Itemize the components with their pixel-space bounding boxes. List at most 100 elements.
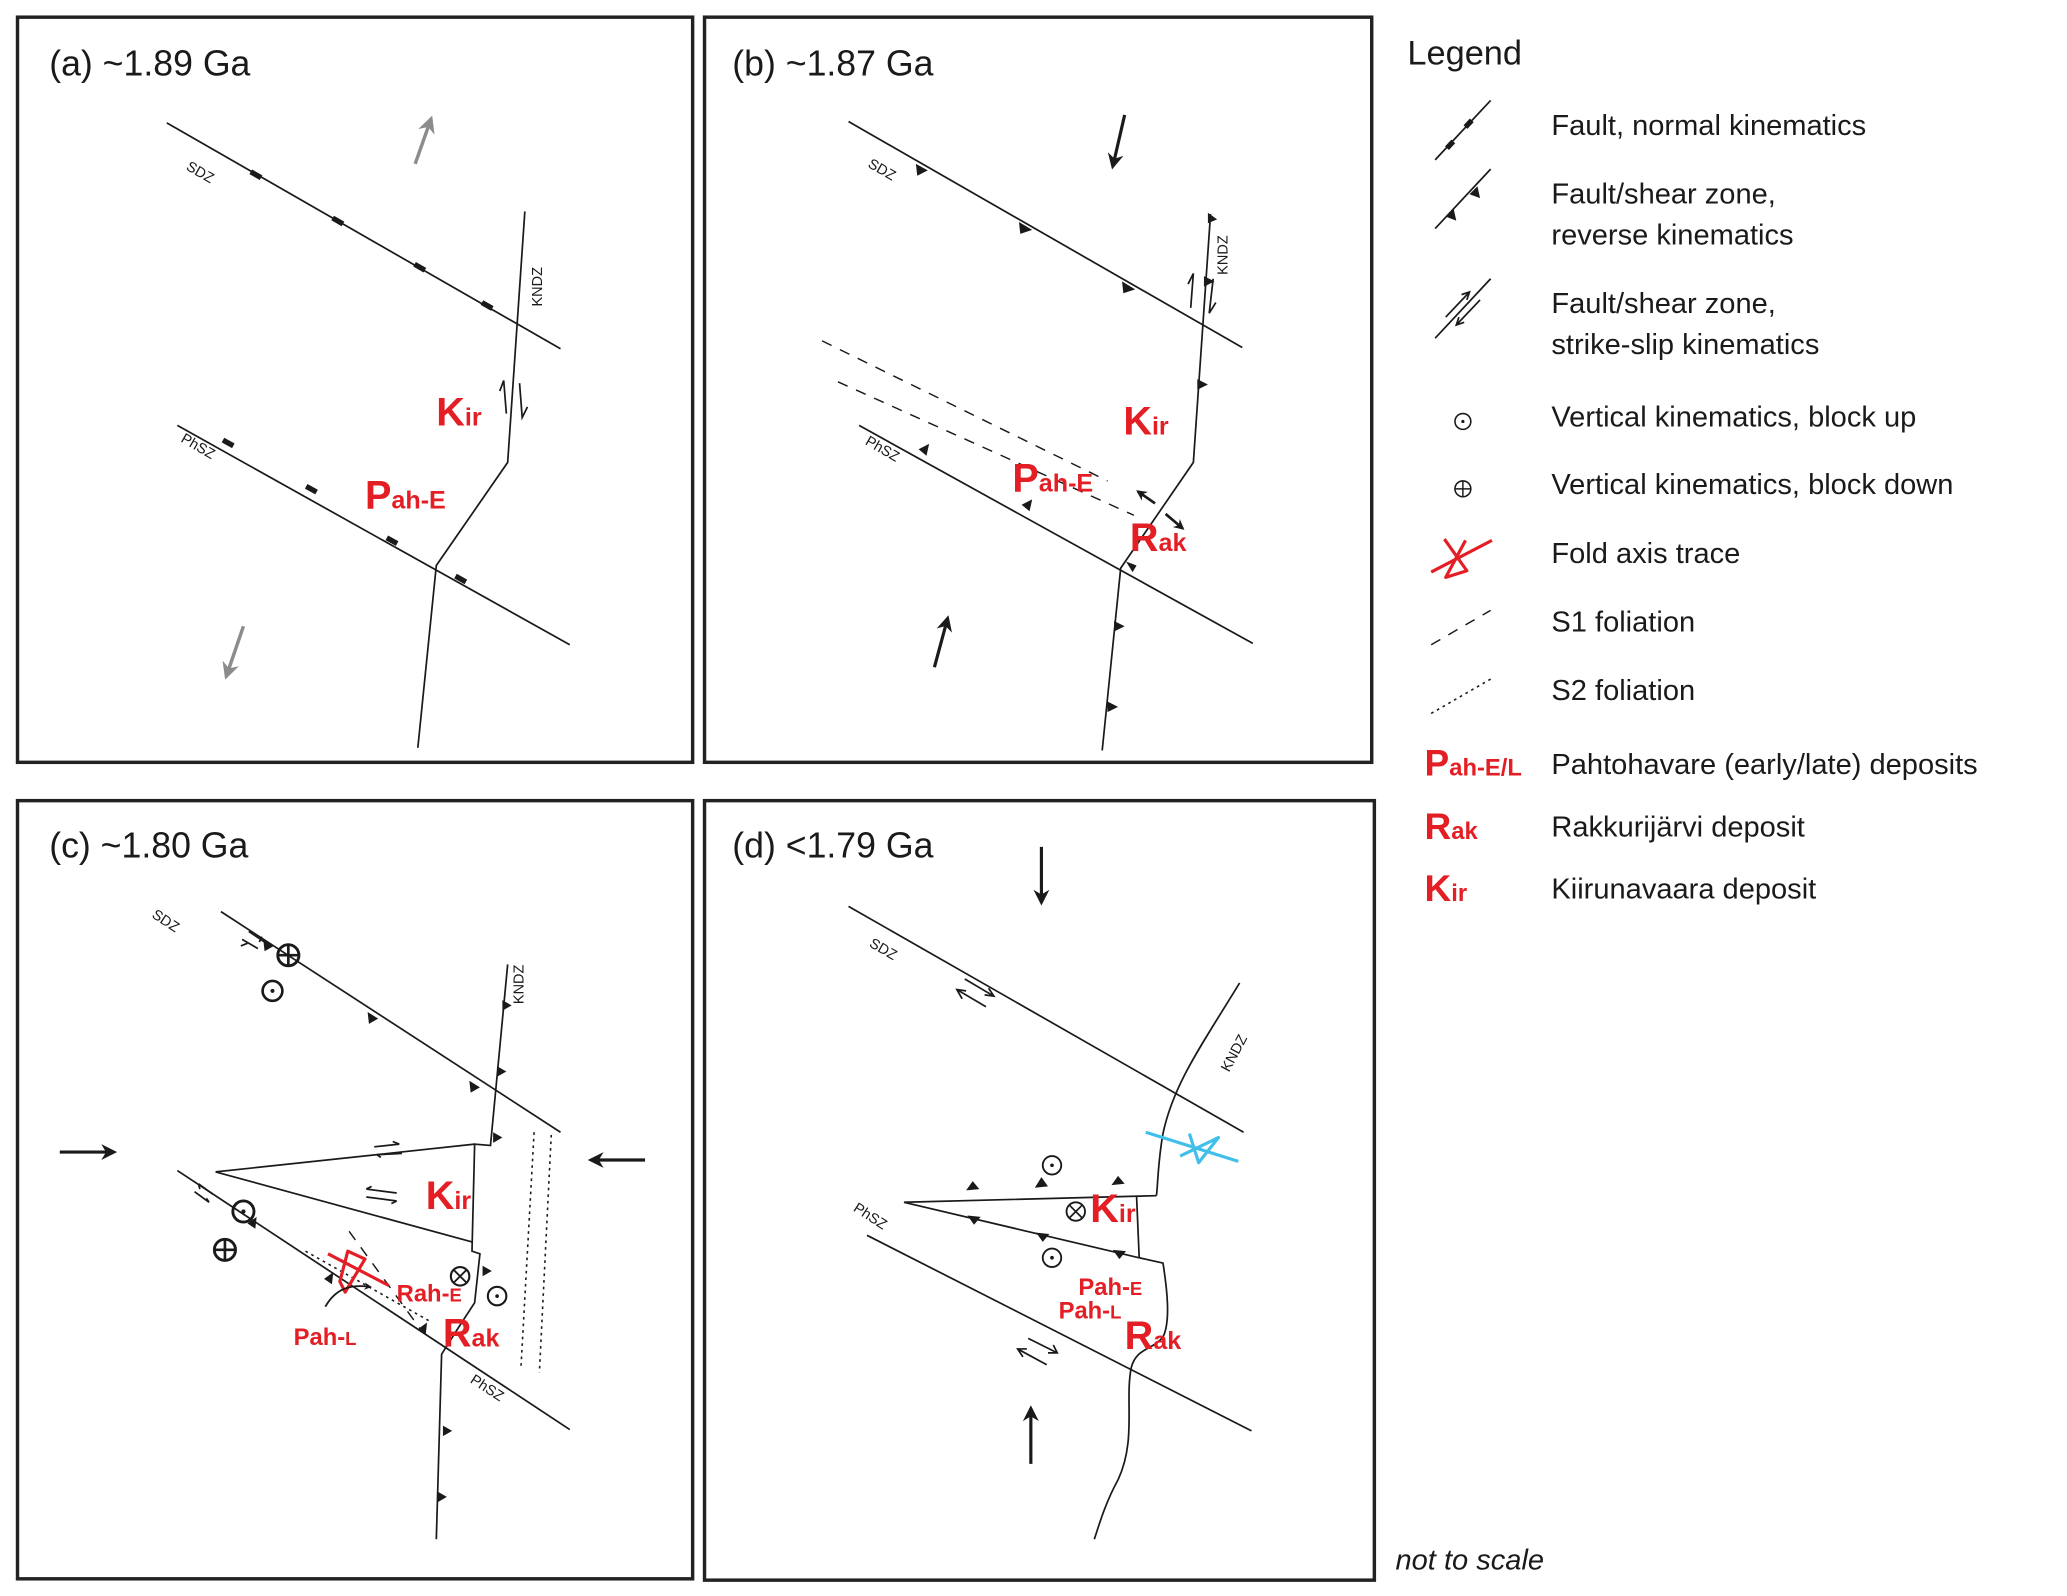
block-down-icon	[1454, 480, 1472, 498]
sdz-label: SDZ	[149, 907, 182, 936]
deposit-pah-e: Pah-E	[1078, 1274, 1142, 1301]
phsz-label: PhSZ	[850, 1200, 889, 1233]
block-down-symbol	[276, 943, 301, 968]
deposit-kir: Kir	[1123, 400, 1169, 444]
kndz-label: KNDZ	[512, 964, 528, 1004]
legend-label: Pahtohavare (early/late) deposits	[1551, 749, 1977, 781]
strike-slip-arrows	[498, 380, 529, 421]
phsz-fault-line	[858, 424, 1254, 645]
normal-fault-ticks	[221, 437, 468, 585]
block-up-symbol	[1041, 1155, 1063, 1176]
legend-title: Legend	[1407, 35, 1522, 73]
reverse-fault-triangles	[966, 1175, 1126, 1260]
s1-foliation	[837, 381, 1135, 516]
legend-label: reverse kinematics	[1551, 219, 1793, 251]
reverse-fault-triangles	[247, 1216, 428, 1335]
panel-c: (c) ~1.80 Ga SDZ KNDZ PhSZ	[15, 798, 695, 1581]
strike-slip-arrows	[1187, 273, 1217, 314]
block-down-symbol	[449, 1265, 471, 1287]
reverse-fault-triangles	[918, 443, 1033, 512]
reverse-fault-triangles	[915, 163, 1136, 294]
normal-fault-ticks	[249, 169, 494, 311]
deposit-pah-l: Pah-L	[1059, 1298, 1122, 1325]
deposit-rak: Rak	[1130, 516, 1187, 560]
kndz-label: KNDZ	[530, 267, 546, 307]
kndz-fault-line	[1101, 213, 1212, 751]
sdz-fault-line	[220, 910, 561, 1133]
sdz-fault-line	[166, 122, 561, 350]
strike-slip-arrows	[1016, 1337, 1059, 1366]
phsz-fault-line	[866, 1234, 1252, 1432]
sdz-label: SDZ	[183, 159, 216, 187]
legend-label: Vertical kinematics, block down	[1551, 469, 1953, 501]
strike-slip-arrows	[194, 930, 403, 1205]
panel-frame	[15, 15, 695, 765]
legend-symbol-rak: Rak	[1425, 806, 1479, 847]
kndz-fault-line	[416, 211, 526, 748]
block-up-symbol	[231, 1199, 256, 1224]
deposit-rak: Rak	[443, 1311, 500, 1355]
reverse-fault-triangles	[1107, 212, 1218, 713]
block-down-symbol	[212, 1237, 237, 1262]
strike-slip-arrows	[955, 978, 996, 1008]
panel-frame	[702, 15, 1374, 765]
phsz-fault-line	[176, 1169, 571, 1431]
kir-block-boundary	[1135, 1195, 1141, 1258]
deposit-kir: Kir	[1090, 1187, 1136, 1231]
panel-a: (a) ~1.89 Ga SDZ KNDZ PhSZ Kir Pah-E	[15, 15, 695, 765]
wedge-fault	[903, 1194, 1157, 1259]
s1-foliation	[348, 1230, 422, 1330]
legend-label: S1 foliation	[1551, 607, 1695, 639]
legend-label: strike-slip kinematics	[1551, 329, 1819, 361]
panel-b: (b) ~1.87 Ga SDZ KNDZ PhSZ	[702, 15, 1374, 765]
legend-label: Vertical kinematics, block up	[1551, 402, 1916, 434]
extension-arrow-ne	[413, 115, 435, 165]
legend: Legend Fault, normal kinematics Fault/sh…	[1407, 35, 1977, 909]
deposit-kir: Kir	[426, 1174, 472, 1218]
pointer-arrow	[324, 1282, 372, 1308]
kndz-fault-line	[435, 964, 509, 1540]
reverse-fault-triangles	[437, 1000, 512, 1503]
fold-axis-trace	[1145, 1130, 1239, 1165]
compression-arrow-bottom	[932, 615, 952, 668]
extension-arrow-nw	[1136, 490, 1156, 505]
phsz-label: PhSZ	[178, 431, 218, 463]
legend-symbol-kir: Kir	[1425, 868, 1468, 909]
deposit-rak: Rak	[1125, 1314, 1182, 1358]
fold-axis-icon	[1430, 538, 1493, 579]
extension-arrow-sw	[222, 625, 246, 680]
kndz-label: KNDZ	[1218, 1032, 1251, 1075]
deposit-pah-e: Pah-E	[365, 474, 446, 518]
legend-label: Fault/shear zone,	[1551, 288, 1775, 320]
s2-foliation	[520, 1132, 535, 1369]
legend-label: Kiirunavaara deposit	[1551, 873, 1816, 905]
normal-fault-icon	[1434, 99, 1492, 161]
s2-foliation	[538, 1134, 553, 1373]
extension-arrow-se	[1164, 512, 1185, 530]
phsz-fault-line	[176, 424, 571, 646]
legend-label: S2 foliation	[1551, 675, 1695, 707]
not-to-scale-note: not to scale	[1396, 1545, 1545, 1577]
kndz-label: KNDZ	[1216, 235, 1232, 275]
block-up-symbol	[261, 979, 284, 1003]
kndz-southern-segment	[1093, 1256, 1169, 1540]
reverse-fault-triangles	[263, 939, 480, 1093]
panel-title: (d) <1.79 Ga	[732, 825, 933, 865]
sdz-fault-line	[848, 905, 1244, 1134]
block-up-icon	[1454, 412, 1472, 431]
panel-frame	[702, 798, 1377, 1582]
panel-title: (c) ~1.80 Ga	[49, 825, 248, 865]
legend-label: Rakkurijärvi deposit	[1551, 811, 1804, 843]
legend-label: Fault, normal kinematics	[1551, 110, 1866, 142]
deposit-kir: Kir	[436, 390, 482, 434]
panel-title: (a) ~1.89 Ga	[49, 43, 250, 83]
block-down-symbol	[1065, 1201, 1086, 1222]
kndz-fault-line	[1155, 982, 1241, 1196]
sdz-fault-line	[848, 120, 1243, 349]
panel-d: (d) <1.79 Ga SDZ KNDZ PhSZ	[702, 798, 1377, 1582]
block-up-symbol	[1041, 1247, 1063, 1268]
legend-label: Fault/shear zone,	[1551, 178, 1775, 210]
panel-title: (b) ~1.87 Ga	[732, 43, 933, 83]
deposit-pah-l: Pah-L	[294, 1324, 357, 1351]
